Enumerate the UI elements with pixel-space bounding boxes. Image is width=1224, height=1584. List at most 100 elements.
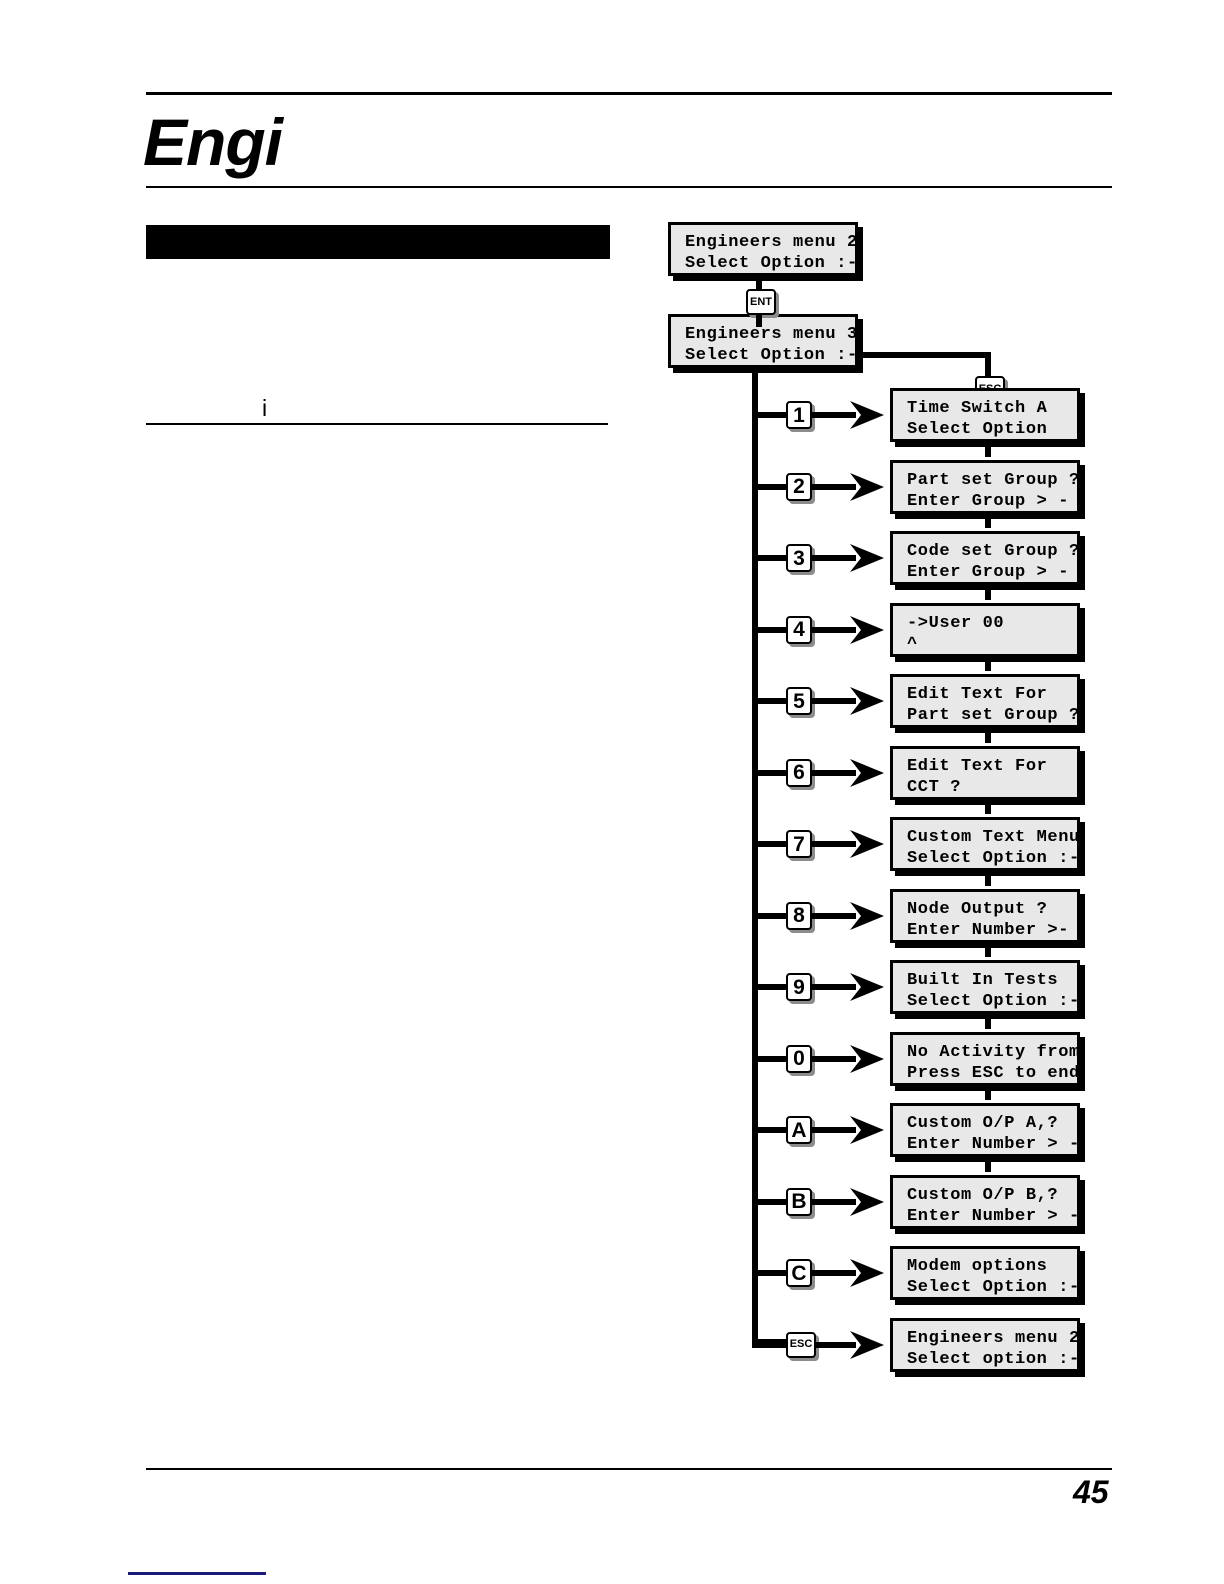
option-7-stub: [752, 841, 788, 847]
option-b-stub: [752, 1198, 788, 1205]
key-7[interactable]: 7: [786, 830, 812, 858]
lcd-engineers-menu-3: Engineers menu 3 Select Option :-: [668, 314, 858, 368]
key-ent[interactable]: ENT: [746, 289, 776, 315]
key-8[interactable]: 8: [786, 901, 812, 930]
option-3-stub: [752, 555, 788, 561]
lcd-line-2: ^: [907, 634, 918, 654]
key-3[interactable]: 3: [786, 544, 812, 572]
option-7-arrow: [812, 829, 884, 859]
option-1-stub: [752, 412, 788, 418]
option-3-chain-down: [985, 588, 991, 600]
key-b[interactable]: B: [786, 1187, 812, 1216]
lcd-line-1: Built In Tests: [907, 971, 1059, 990]
option-b-arrow: [812, 1187, 884, 1217]
key-label: 4: [793, 618, 805, 641]
connector-ent-to-menu3: [756, 315, 762, 327]
key-6[interactable]: 6: [786, 758, 812, 787]
key-0[interactable]: 0: [786, 1044, 812, 1073]
lcd-line-2: Select Option :-: [907, 1278, 1080, 1297]
lcd-line-1: Engineers menu 2: [685, 233, 858, 252]
key-esc[interactable]: ESC: [786, 1331, 816, 1358]
key-a[interactable]: A: [786, 1116, 812, 1144]
option-9-arrow: [812, 972, 884, 1002]
lcd-line-2: Select option :-: [907, 1349, 1080, 1369]
lcd-line-1: Custom Text Menu: [907, 828, 1080, 847]
option-5-arrow: [812, 686, 884, 716]
option-6-arrow: [812, 758, 884, 788]
lcd-line-2: Select Option: [907, 420, 1048, 439]
lcd-line-1: Part set Group ?: [907, 470, 1080, 490]
lcd-line-2: CCT ?: [907, 777, 962, 797]
key-2[interactable]: 2: [786, 472, 812, 501]
option-a-stub: [752, 1127, 788, 1133]
key-label: 2: [793, 475, 805, 498]
lcd-line-2: Press ESC to end: [907, 1063, 1080, 1083]
option-c-stub: [752, 1270, 788, 1276]
lcd-line-1: Engineers menu 2: [907, 1328, 1080, 1348]
lcd-option-3: Code set Group ?Enter Group > -: [890, 531, 1080, 585]
option-0-stub: [752, 1055, 788, 1062]
body-divider-rule: [146, 423, 608, 425]
footer-accent-line: [128, 1572, 266, 1575]
key-c[interactable]: C: [786, 1259, 812, 1287]
key-label: A: [791, 1118, 807, 1142]
option-8-arrow: [812, 901, 884, 931]
lcd-option-4: ->User 00^: [890, 602, 1080, 657]
option-esc-arrow: [816, 1330, 884, 1360]
key-label: 7: [793, 832, 805, 856]
option-8-chain-down: [985, 945, 991, 957]
key-label: 0: [793, 1047, 805, 1070]
lcd-option-2: Part set Group ?Enter Group > -: [890, 459, 1080, 514]
option-6-chain-down: [985, 802, 991, 814]
key-1[interactable]: 1: [786, 401, 812, 429]
connector-menu2-to-ent: [756, 279, 762, 291]
lcd-option-b: Custom O/P B,?Enter Number > -: [890, 1174, 1080, 1229]
key-5[interactable]: 5: [786, 687, 812, 715]
option-7-chain-down: [985, 874, 991, 886]
option-5-chain-down: [985, 731, 991, 743]
lcd-line-2: Enter Number > -: [907, 1135, 1080, 1154]
lcd-line-1: Custom O/P B,?: [907, 1185, 1059, 1205]
option-4-chain-down: [985, 659, 991, 671]
lcd-line-2: Enter Number > -: [907, 1206, 1080, 1226]
lcd-line-1: Edit Text For: [907, 756, 1048, 776]
key-label: 1: [793, 403, 805, 427]
lcd-option-8: Node Output ?Enter Number >-: [890, 888, 1080, 943]
option-a-chain-down: [985, 1160, 991, 1172]
option-6-stub: [752, 769, 788, 776]
page-title: Engi: [143, 105, 283, 179]
lcd-line-1: ->User 00: [907, 613, 1005, 633]
key-label: ENT: [750, 295, 772, 308]
key-label: 3: [793, 546, 805, 570]
lcd-line-2: Enter Number >-: [907, 920, 1070, 940]
connector-esc-branch-down: [985, 352, 991, 376]
option-8-stub: [752, 912, 788, 919]
lcd-line-2: Select Option :-: [907, 992, 1080, 1011]
lcd-line-2: Enter Group > -: [907, 563, 1070, 582]
option-5-stub: [752, 698, 788, 704]
option-4-arrow: [812, 615, 884, 645]
page-number: 45: [1073, 1474, 1109, 1510]
option-0-chain-down: [985, 1088, 991, 1100]
lcd-line-1: Edit Text For: [907, 685, 1048, 704]
option-9-stub: [752, 984, 788, 990]
key-label: B: [791, 1190, 807, 1213]
key-4[interactable]: 4: [786, 615, 812, 644]
lcd-option-a: Custom O/P A,?Enter Number > -: [890, 1103, 1080, 1157]
header-rule: [146, 92, 1112, 95]
lcd-line-1: Engineers menu 3: [685, 325, 858, 344]
lcd-line-2: Select Option :-: [685, 346, 858, 365]
title-underline: [146, 186, 1112, 188]
footer-rule: [146, 1468, 1112, 1470]
lcd-line-2: Enter Group > -: [907, 491, 1070, 511]
key-9[interactable]: 9: [786, 973, 812, 1001]
option-2-arrow: [812, 472, 884, 502]
